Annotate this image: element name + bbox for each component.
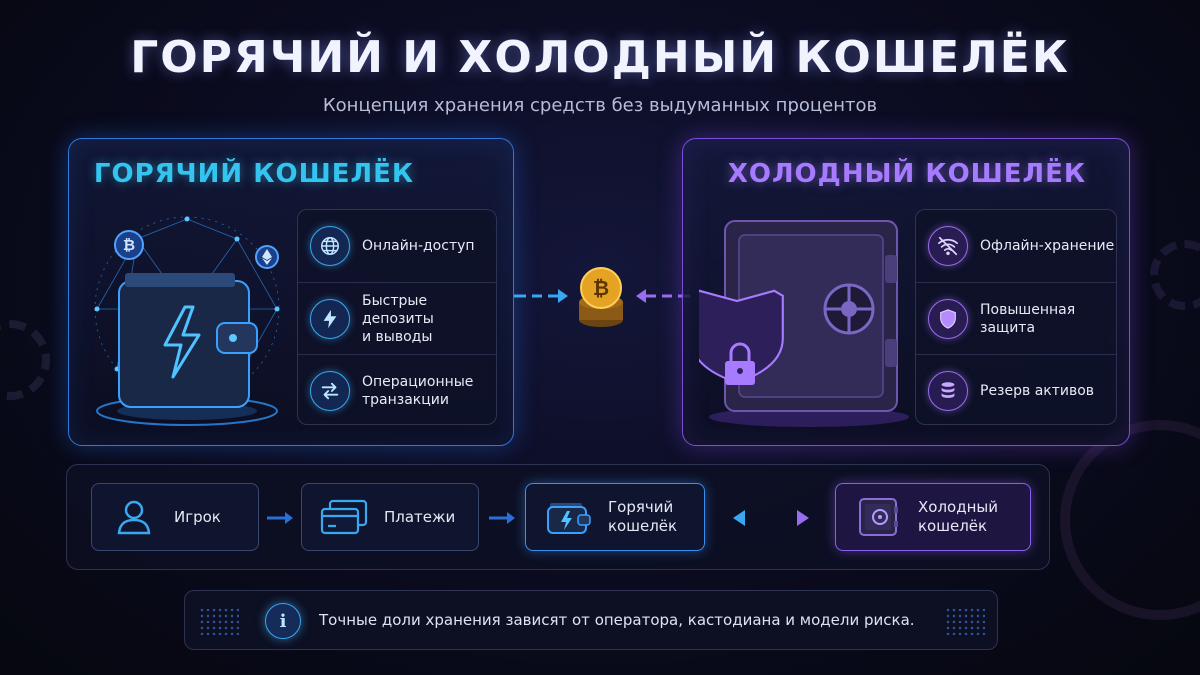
hot-to-coin-arrow xyxy=(514,289,568,303)
cold-wallet-title: ХОЛОДНЫЙ КОШЕЛЁК xyxy=(727,159,1087,189)
user-icon xyxy=(108,495,160,539)
shield-icon xyxy=(928,298,968,339)
roulette-wheel-decoration xyxy=(1060,420,1200,620)
feature-operational-tx: Операционные транзакции xyxy=(298,354,496,426)
cold-wallet-feature-list: Офлайн-хранение Повышенная защита Резерв… xyxy=(915,209,1117,425)
dot-pattern-decoration xyxy=(945,607,985,635)
bidirectional-arrow-icon xyxy=(733,510,809,526)
feature-label: Повышенная защита xyxy=(980,301,1076,336)
feature-label: Офлайн-хранение xyxy=(980,238,1115,254)
casino-chip-decoration xyxy=(1150,240,1200,310)
svg-text:₿: ₿ xyxy=(123,236,135,254)
flow-node-label: Игрок xyxy=(174,507,221,526)
flow-node-label: Горячий кошелёк xyxy=(608,498,678,535)
feature-label: Операционные транзакции xyxy=(362,373,474,408)
feature-asset-reserve: Резерв активов xyxy=(916,354,1116,426)
page-subtitle: Концепция хранения средств без выдуманны… xyxy=(322,95,878,116)
safe-icon xyxy=(852,495,904,539)
flow-node-payments: Платежи xyxy=(301,483,479,551)
feature-enhanced-protection: Повышенная защита xyxy=(916,282,1116,354)
flow-node-label: Холодный кошелёк xyxy=(918,498,998,535)
dot-pattern-decoration xyxy=(199,607,239,635)
flow-node-hot-wallet: Горячий кошелёк xyxy=(525,483,705,551)
flow-arrow-icon xyxy=(489,512,515,524)
feature-label: Быстрые депозиты и выводы xyxy=(362,292,434,345)
flow-node-label: Платежи xyxy=(384,507,456,526)
disclaimer-notice: i Точные доли хранения зависят от операт… xyxy=(184,590,998,650)
coin-stack-icon xyxy=(928,370,968,411)
wallet-icon xyxy=(542,495,594,539)
globe-icon xyxy=(310,226,350,266)
feature-online-access: Онлайн-доступ xyxy=(298,210,496,282)
disclaimer-text: Точные доли хранения зависят от оператор… xyxy=(319,611,915,629)
cold-wallet-safe-illustration xyxy=(699,220,909,427)
casino-chip-decoration xyxy=(0,320,50,400)
lightning-icon xyxy=(310,298,350,339)
info-icon: i xyxy=(265,603,301,639)
feature-offline-storage: Офлайн-хранение xyxy=(916,210,1116,282)
flow-node-player: Игрок xyxy=(91,483,259,551)
fund-flow-row: Игрок Платежи Горячий кошелёк Холодный к… xyxy=(66,464,1050,570)
flow-node-cold-wallet: Холодный кошелёк xyxy=(835,483,1031,551)
swap-arrows-icon xyxy=(310,370,350,411)
cold-wallet-panel: ХОЛОДНЫЙ КОШЕЛЁК Офлайн-хранение Повышен… xyxy=(682,138,1130,446)
hot-wallet-illustration: ₿ xyxy=(94,216,280,426)
feature-fast-deposits: Быстрые депозиты и выводы xyxy=(298,282,496,354)
hot-wallet-feature-list: Онлайн-доступ Быстрые депозиты и выводы … xyxy=(297,209,497,425)
credit-cards-icon xyxy=(318,495,370,539)
svg-text:₿: ₿ xyxy=(593,276,609,300)
flow-arrow-icon xyxy=(267,512,293,524)
page-title: ГОРЯЧИЙ И ХОЛОДНЫЙ КОШЕЛЁК xyxy=(130,32,1070,83)
feature-label: Онлайн-доступ xyxy=(362,238,475,254)
feature-label: Резерв активов xyxy=(980,382,1095,399)
hot-wallet-panel: ГОРЯЧИЙ КОШЕЛЁК ₿ Онлайн-доступ xyxy=(68,138,514,446)
bitcoin-coin-stack-icon: ₿ xyxy=(579,267,623,327)
hot-wallet-title: ГОРЯЧИЙ КОШЕЛЁК xyxy=(93,159,415,189)
wifi-off-icon xyxy=(928,226,968,266)
